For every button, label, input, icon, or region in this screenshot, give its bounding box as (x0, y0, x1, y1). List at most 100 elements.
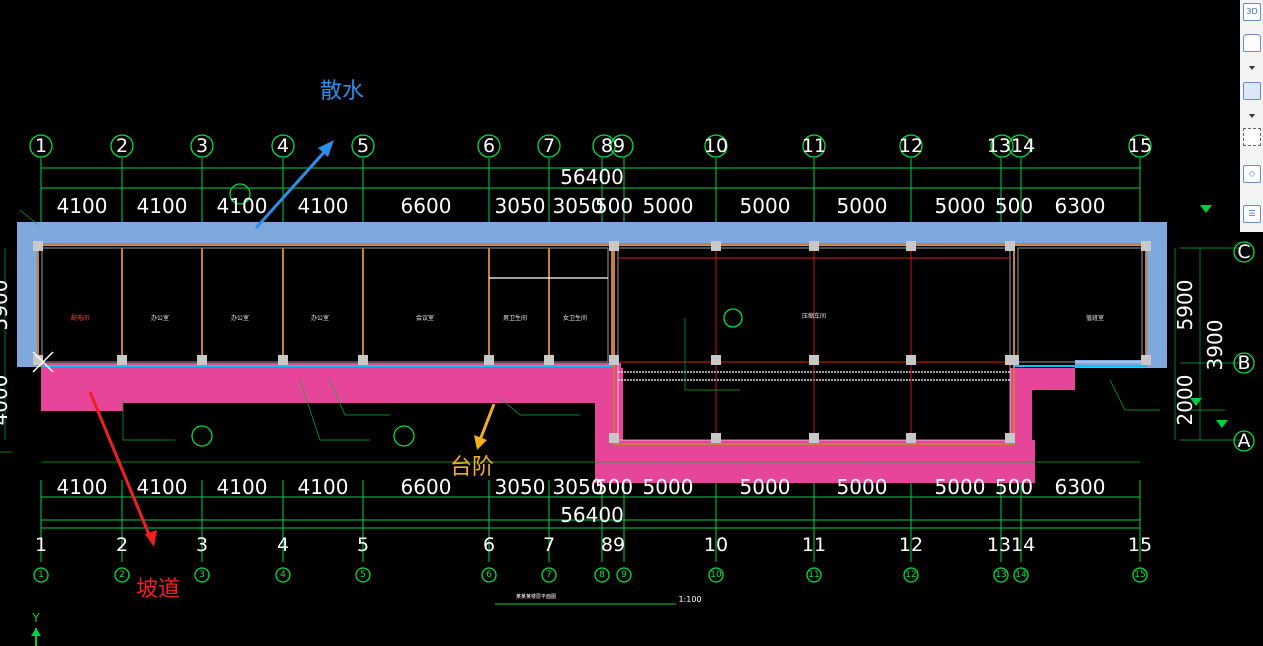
chevron-down-icon[interactable] (1249, 66, 1255, 70)
column (906, 241, 916, 251)
row-axis-labels: C B A (1233, 241, 1255, 452)
dimension-top: 6300 (1055, 194, 1106, 218)
properties-icon[interactable]: ☰ (1243, 205, 1261, 223)
axis-bubble-small (1013, 567, 1029, 583)
column (711, 433, 721, 443)
axis-bubble-small (194, 567, 210, 583)
cube-icon[interactable] (1243, 82, 1261, 100)
dimension-bottom: 5000 (935, 475, 986, 499)
annotation-sanshui: 散水 (254, 79, 364, 230)
detail-markers (0, 183, 1228, 453)
axis-bubble (1008, 134, 1032, 158)
column (1141, 355, 1151, 365)
drawing-title: 某某某楼层平面图 (516, 593, 556, 600)
axis-label-top: 1314 (987, 135, 1035, 157)
axis-label-top: 5 (357, 135, 369, 157)
axis-bubble-small (993, 567, 1009, 583)
dimension-bottom: 3050 (495, 475, 546, 499)
dimension-bottom: 5000 (740, 475, 791, 499)
column (278, 355, 288, 365)
axis-label-top: 10 (704, 135, 728, 157)
box-icon[interactable] (1243, 34, 1261, 52)
axis-bubble-small (355, 567, 371, 583)
total-dimension-bottom: 56400 (560, 503, 624, 527)
row-axis-b: B (1237, 352, 1250, 374)
axis-label-bottom: 1314 (987, 534, 1035, 556)
column (197, 355, 207, 365)
podao-label: 坡道 (136, 577, 180, 602)
axis-bubble-small (708, 567, 724, 583)
column (906, 355, 916, 365)
right-dim-1: 5900 (1173, 280, 1197, 331)
svg-text:会议室: 会议室 (416, 314, 434, 322)
annotation-taijie: 台阶 (450, 403, 496, 480)
dimension-bottom: 4100 (217, 475, 268, 499)
axis-label-top: 7 (543, 135, 555, 157)
axis-label-top: 11 (802, 135, 826, 157)
column (711, 241, 721, 251)
3d-view-button[interactable]: 3D (1243, 3, 1261, 21)
axis-bubble (899, 134, 923, 158)
axis-label-small: 4 (280, 570, 286, 580)
axis-bubble-small (275, 567, 291, 583)
svg-text:办公室: 办公室 (231, 314, 249, 322)
annotation-podao: 坡道 (88, 391, 180, 602)
axis-label-top: 89 (601, 135, 625, 157)
axis-bubble (537, 134, 561, 158)
axis-label-bottom: 5 (357, 534, 369, 556)
dimension-bottom: 6300 (1055, 475, 1106, 499)
axis-label-top: 6 (483, 135, 495, 157)
left-dim-1: 5900 (0, 280, 12, 331)
dimension-top: 5000 (935, 194, 986, 218)
axis-label-bottom: 1 (35, 534, 47, 556)
axis-label-bottom: 3 (196, 534, 208, 556)
axis-bubble-small (541, 567, 557, 583)
svg-text:办公室: 办公室 (311, 314, 329, 322)
dimension-top: 5000 (740, 194, 791, 218)
column (358, 355, 368, 365)
dimension-bottom: 500 (595, 475, 633, 499)
axis-bubble (802, 134, 826, 158)
cross-marker (32, 351, 54, 373)
dimension-top: 6600 (401, 194, 452, 218)
axis-bubble (1128, 134, 1152, 158)
dimension-top: 4100 (217, 194, 268, 218)
column (809, 241, 819, 251)
axis-bubble (271, 134, 295, 158)
sanshui-label: 散水 (320, 79, 364, 104)
building-walls (37, 243, 1147, 445)
room-labels: 配电间 办公室 办公室 办公室 会议室 男卫生间 女卫生间 压缩车间 值班室 (71, 312, 1104, 322)
svg-text:压缩车间: 压缩车间 (802, 312, 826, 320)
select-icon[interactable] (1243, 128, 1261, 146)
axis-label-small: 8 (599, 570, 605, 580)
axis-label-bottom: 4 (277, 534, 289, 556)
dimension-bottom: 500 (995, 475, 1033, 499)
dimension-bottom: 4100 (298, 475, 349, 499)
dimension-top: 3050 (553, 194, 604, 218)
axis-label-small: 2 (119, 570, 125, 580)
column (1141, 241, 1151, 251)
axis-bubble (704, 134, 728, 158)
chevron-down-icon[interactable] (1249, 114, 1255, 118)
axis-bubble (110, 134, 134, 158)
axis-label-top: 4 (277, 135, 289, 157)
column (544, 355, 554, 365)
axis-bubble (610, 134, 634, 158)
dimension-top: 4100 (137, 194, 188, 218)
axis-bubble (592, 134, 616, 158)
axis-bubble-small (616, 567, 632, 583)
column (33, 355, 43, 365)
axis-label-top: 12 (899, 135, 923, 157)
axis-bubble-small (594, 567, 610, 583)
dimension-top: 3050 (495, 194, 546, 218)
taijie-label: 台阶 (450, 455, 494, 480)
column (609, 433, 619, 443)
total-dimension-top: 56400 (560, 165, 624, 189)
view-cube-icon[interactable]: ◇ (1243, 165, 1261, 183)
column (809, 433, 819, 443)
axis-label-small: 5 (360, 570, 366, 580)
column (609, 355, 619, 365)
dimension-top: 4100 (298, 194, 349, 218)
axis-bubble (351, 134, 375, 158)
